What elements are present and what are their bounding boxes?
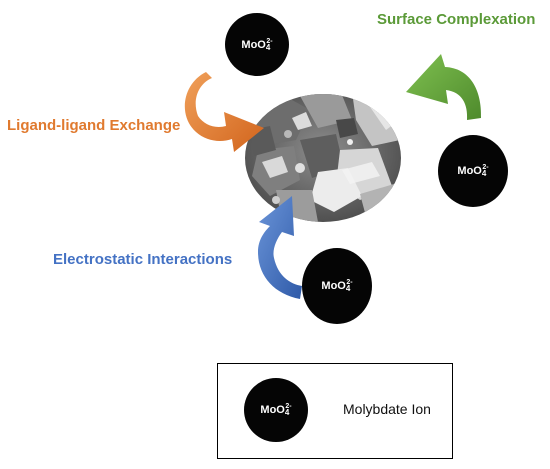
surface-complexation-arrow — [406, 54, 482, 120]
label-ligand-exchange: Ligand-ligand Exchange — [7, 117, 181, 134]
molybdate-ion-bottom: MoO42- — [302, 248, 372, 324]
legend-label: Molybdate Ion — [343, 401, 431, 417]
electrostatic-arrow — [258, 196, 302, 299]
ion-formula: MoO42- — [457, 164, 489, 178]
sem-micrograph — [245, 94, 401, 222]
molybdate-ion-top: MoO42- — [225, 13, 289, 76]
label-surface-complexation: Surface Complexation — [377, 11, 536, 28]
ion-formula: MoO42- — [241, 37, 273, 52]
ligand-exchange-arrow — [184, 72, 264, 152]
legend-box: MoO42- Molybdate Ion — [217, 363, 453, 459]
molybdate-ion-right: MoO42- — [438, 135, 508, 207]
label-electrostatic-interactions: Electrostatic Interactions — [53, 251, 233, 268]
ion-formula: MoO42- — [321, 279, 353, 293]
ion-formula: MoO42- — [260, 403, 292, 417]
legend-molybdate-ion: MoO42- — [244, 378, 308, 442]
